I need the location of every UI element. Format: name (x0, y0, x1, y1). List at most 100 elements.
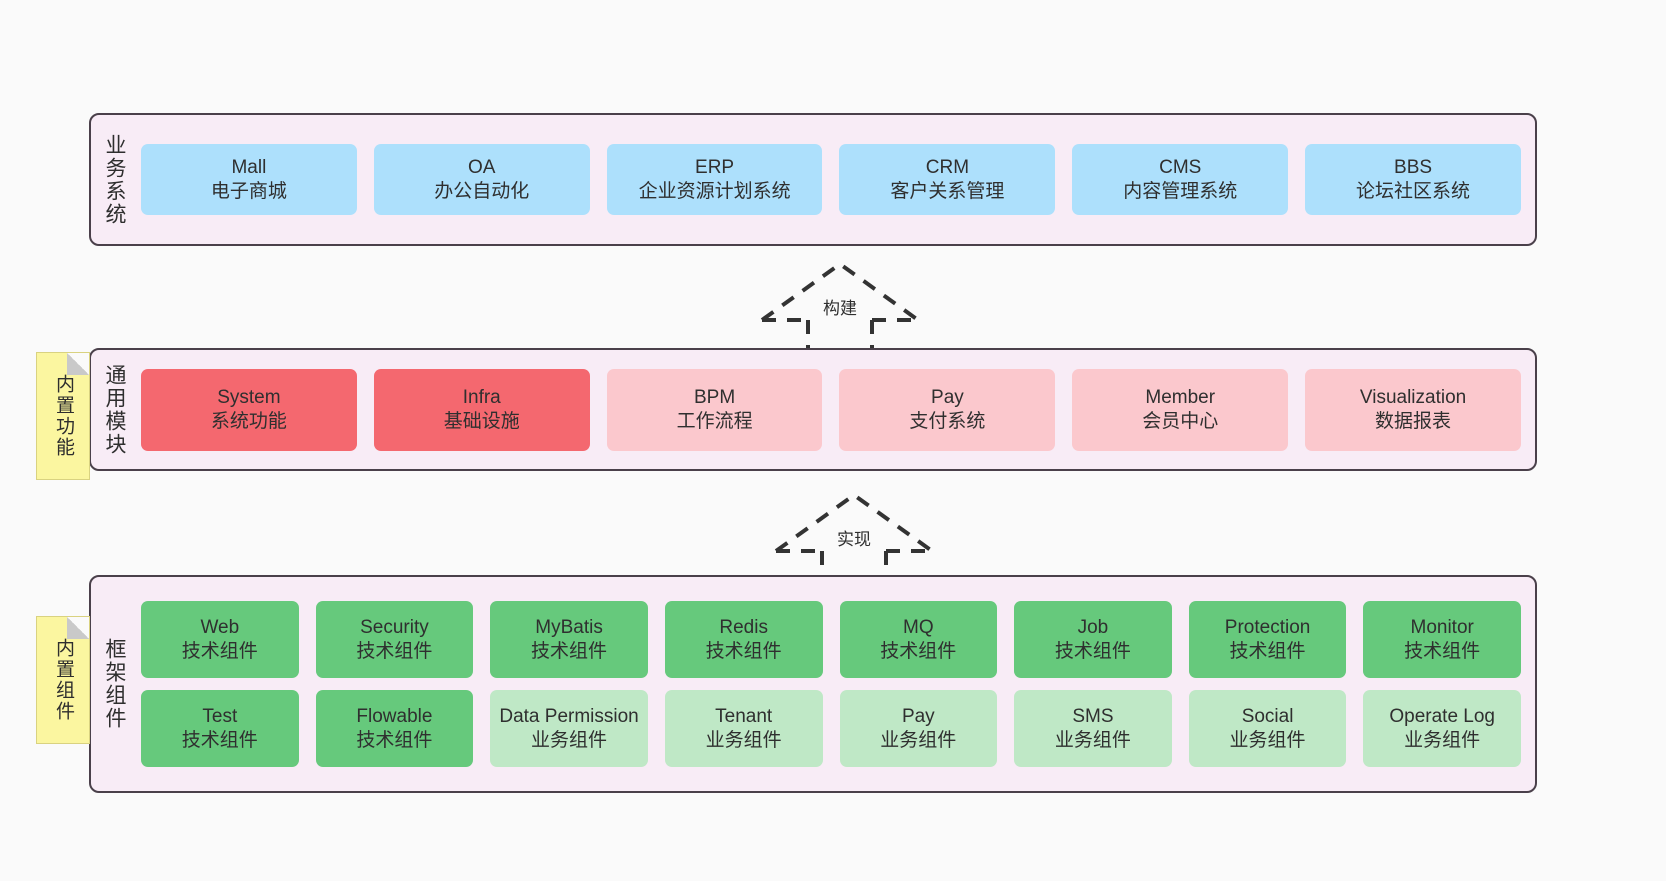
module-card-security[interactable]: Security 技术组件 (315, 601, 474, 678)
module-card-cn: 技术组件 (705, 640, 782, 662)
module-card-cn: 业务组件 (531, 729, 608, 751)
arrow-build-label: 构建 (823, 299, 857, 318)
module-card-protection[interactable]: Protection 技术组件 (1188, 601, 1347, 678)
module-card-bpm[interactable]: BPM 工作流程 (606, 368, 823, 451)
module-card-en: Monitor (1410, 617, 1474, 639)
row: Web 技术组件 Security 技术组件 MyBatis 技术组件 Redi… (141, 601, 1521, 678)
module-card-en: Visualization (1359, 387, 1467, 409)
layer-framework-component: 框架组件 Web 技术组件 Security 技术组件 MyBatis 技术组件… (89, 575, 1537, 793)
module-card-en: Infra (462, 387, 501, 409)
row: Mall 电子商城 OA 办公自动化 ERP 企业资源计划系统 CRM 客户关系… (141, 144, 1521, 215)
module-card-cn: 办公自动化 (434, 180, 530, 202)
module-card-cn: 业务组件 (880, 729, 957, 751)
module-card-en: Pay (931, 387, 964, 409)
module-card-web[interactable]: Web 技术组件 (141, 601, 299, 678)
layer-business-system: 业务系统 Mall 电子商城 OA 办公自动化 ERP 企业资源计划系统 CRM… (89, 113, 1537, 246)
layer-body-business-system: Mall 电子商城 OA 办公自动化 ERP 企业资源计划系统 CRM 客户关系… (137, 115, 1535, 244)
module-card-data-permission[interactable]: Data Permission 业务组件 (490, 690, 648, 767)
arrow-build: 构建 (752, 258, 928, 348)
arrow-implement: 实现 (766, 489, 942, 579)
module-card-en: OA (468, 157, 496, 179)
module-card-tenant[interactable]: Tenant 业务组件 (664, 690, 823, 767)
module-card-cn: 技术组件 (1404, 640, 1481, 662)
module-card-en: Mall (231, 157, 267, 179)
row: Test 技术组件 Flowable 技术组件 Data Permission … (141, 690, 1521, 767)
module-card-mybatis[interactable]: MyBatis 技术组件 (490, 601, 648, 678)
module-card-cn: 业务组件 (705, 729, 782, 751)
module-card-cn: 技术组件 (356, 729, 433, 751)
module-card-cms[interactable]: CMS 内容管理系统 (1072, 144, 1289, 215)
module-card-cn: 客户关系管理 (890, 180, 1005, 202)
module-card-en: BPM (693, 387, 736, 409)
module-card-cn: 技术组件 (1054, 640, 1131, 662)
module-card-en: CRM (925, 157, 970, 179)
module-card-crm[interactable]: CRM 客户关系管理 (839, 144, 1056, 215)
module-card-en: Security (360, 617, 429, 639)
module-card-job[interactable]: Job 技术组件 (1014, 601, 1172, 678)
module-card-mq[interactable]: MQ 技术组件 (839, 601, 998, 678)
module-card-cn: 技术组件 (181, 640, 258, 662)
module-card-cn: 电子商城 (210, 180, 287, 202)
module-card-pay[interactable]: Pay 支付系统 (839, 368, 1056, 451)
module-card-en: Pay (901, 706, 935, 728)
module-card-en: System (217, 387, 281, 409)
module-card-pay-business[interactable]: Pay 业务组件 (839, 690, 998, 767)
module-card-redis[interactable]: Redis 技术组件 (664, 601, 823, 678)
module-card-cn: 支付系统 (909, 410, 986, 432)
layer-common-module: 通用模块 System 系统功能 Infra 基础设施 BPM 工作流程 Pay… (89, 348, 1537, 471)
module-card-en: CMS (1159, 157, 1202, 179)
module-card-en: BBS (1394, 157, 1433, 179)
module-card-cn: 企业资源计划系统 (638, 180, 791, 202)
module-card-en: Protection (1224, 617, 1311, 639)
module-card-member[interactable]: Member 会员中心 (1072, 368, 1289, 451)
module-card-cn: 技术组件 (356, 640, 433, 662)
module-card-en: Flowable (356, 706, 433, 728)
module-card-en: MQ (903, 617, 934, 639)
module-card-en: Web (200, 617, 240, 639)
layer-title-business-system: 业务系统 (103, 133, 127, 226)
module-card-bbs[interactable]: BBS 论坛社区系统 (1305, 144, 1521, 215)
module-card-en: Operate Log (1389, 706, 1495, 728)
module-card-cn: 技术组件 (181, 729, 258, 751)
module-card-cn: 技术组件 (880, 640, 957, 662)
module-card-cn: 工作流程 (676, 410, 753, 432)
module-card-en: Job (1077, 617, 1109, 639)
module-card-cn: 业务组件 (1404, 729, 1481, 751)
module-card-cn: 内容管理系统 (1123, 180, 1238, 202)
module-card-cn: 系统功能 (210, 410, 287, 432)
module-card-sms[interactable]: SMS 业务组件 (1014, 690, 1172, 767)
module-card-monitor[interactable]: Monitor 技术组件 (1363, 601, 1521, 678)
module-card-en: Social (1241, 706, 1294, 728)
module-card-en: Tenant (715, 706, 773, 728)
module-card-cn: 技术组件 (531, 640, 608, 662)
module-card-en: ERP (695, 157, 735, 179)
module-card-mall[interactable]: Mall 电子商城 (141, 144, 357, 215)
module-card-cn: 基础设施 (443, 410, 520, 432)
module-card-en: Test (202, 706, 238, 728)
module-card-cn: 技术组件 (1229, 640, 1306, 662)
sticky-note-label: 内置功能 (52, 374, 74, 458)
module-card-social[interactable]: Social 业务组件 (1188, 690, 1347, 767)
module-card-en: SMS (1072, 706, 1114, 728)
sticky-note-builtin-function: 内置功能 (36, 352, 90, 480)
sticky-note-builtin-component: 内置组件 (36, 616, 90, 744)
layer-body-framework-component: Web 技术组件 Security 技术组件 MyBatis 技术组件 Redi… (137, 577, 1535, 791)
layer-title-framework-component: 框架组件 (103, 638, 127, 730)
module-card-en: MyBatis (535, 617, 603, 639)
module-card-en: Data Permission (499, 706, 639, 728)
module-card-cn: 业务组件 (1054, 729, 1131, 751)
sticky-note-label: 内置组件 (52, 638, 74, 722)
module-card-infra[interactable]: Infra 基础设施 (373, 368, 590, 451)
module-card-oa[interactable]: OA 办公自动化 (373, 144, 590, 215)
module-card-system[interactable]: System 系统功能 (141, 368, 357, 451)
arrow-implement-label: 实现 (837, 530, 871, 549)
layer-body-common-module: System 系统功能 Infra 基础设施 BPM 工作流程 Pay 支付系统… (137, 350, 1535, 469)
module-card-operate-log[interactable]: Operate Log 业务组件 (1363, 690, 1521, 767)
layer-title-common-module: 通用模块 (103, 363, 127, 456)
module-card-test[interactable]: Test 技术组件 (141, 690, 299, 767)
module-card-visualization[interactable]: Visualization 数据报表 (1305, 368, 1521, 451)
module-card-flowable[interactable]: Flowable 技术组件 (315, 690, 474, 767)
module-card-en: Redis (719, 617, 768, 639)
module-card-cn: 论坛社区系统 (1356, 180, 1471, 202)
module-card-erp[interactable]: ERP 企业资源计划系统 (606, 144, 823, 215)
